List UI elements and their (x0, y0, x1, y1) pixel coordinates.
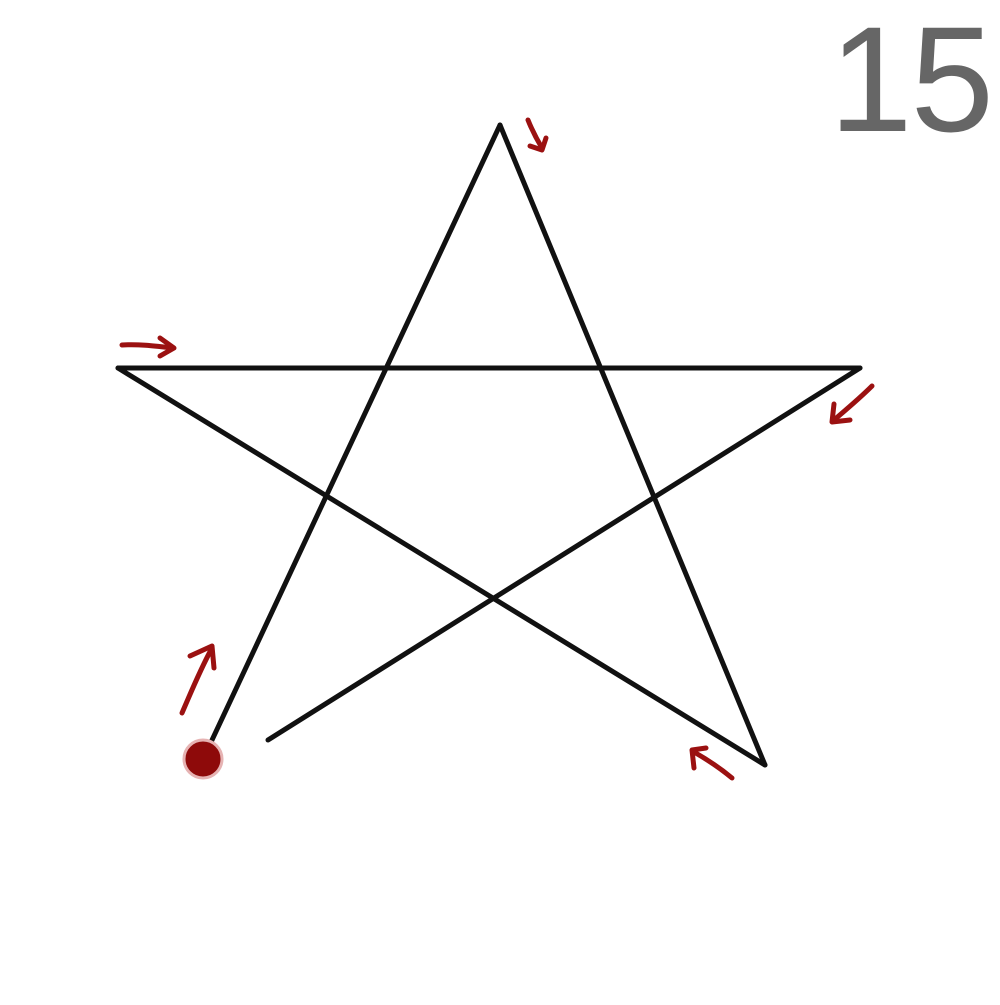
arrow-right-icon (119, 335, 177, 359)
arrow-up-right-icon (179, 643, 217, 716)
stroke-5-right-to-end (265, 365, 863, 743)
stroke-3-bottom-right-to-left (115, 365, 768, 768)
arrow-up-left-icon (689, 745, 735, 781)
direction-arrows (119, 117, 875, 781)
arrow-down-left-icon (829, 383, 875, 425)
star-strokes (115, 122, 863, 768)
step-number: 15 (829, 0, 994, 163)
stroke-2-top-to-bottom-right (497, 122, 768, 768)
start-dot (182, 738, 224, 780)
arrow-down-right-icon (525, 117, 549, 153)
stroke-1-bottom-left-to-top (202, 122, 503, 758)
